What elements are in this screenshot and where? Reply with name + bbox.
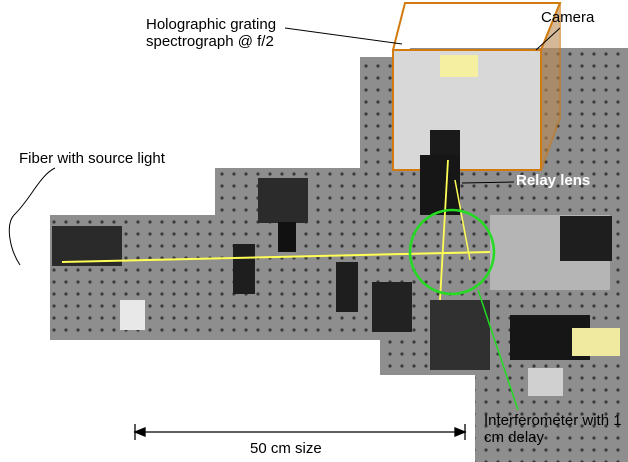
relay-lens-label: Relay lens	[516, 172, 591, 189]
interferometer-highlight-circle	[408, 208, 496, 296]
light-beam	[61, 159, 491, 301]
scale-label: 50 cm size	[250, 440, 322, 457]
scale-bar	[133, 424, 467, 440]
spectrograph-label: Holographic grating spectrograph @ f/2	[146, 16, 277, 50]
camera-body	[391, 1, 562, 171]
interferometer-label: Interferometer with 1 cm delay	[484, 412, 622, 446]
camera-label: Camera	[541, 9, 595, 26]
leader-lines	[8, 27, 561, 411]
bench-components	[52, 155, 620, 396]
fiber-label: Fiber with source light	[19, 150, 165, 167]
